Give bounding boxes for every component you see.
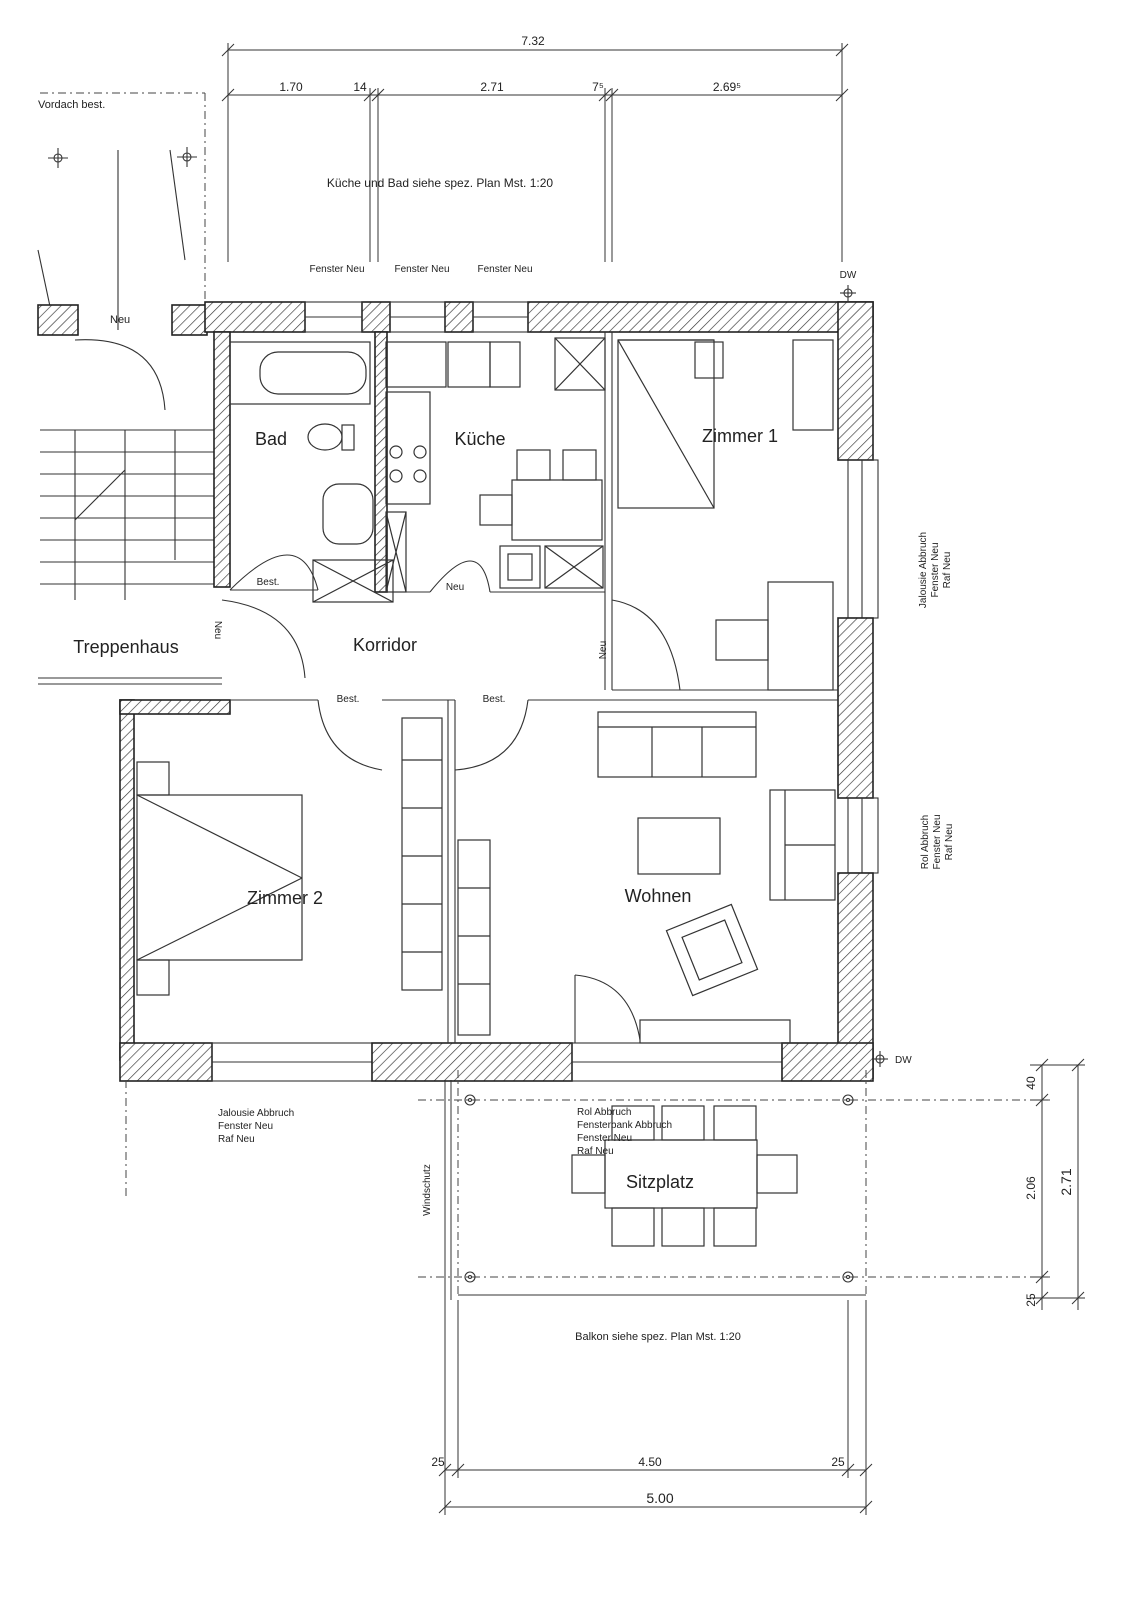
note-fenster-neu-1: Fenster Neu — [309, 264, 364, 275]
dim-right-271: 2.71 — [1058, 1168, 1074, 1195]
note-neu-korridor-left: Neu — [212, 621, 223, 639]
dim-right-25: 25 — [1024, 1293, 1038, 1307]
note-right-mid: Rol Abbruch Fenster Neu Raf Neu — [920, 814, 955, 869]
svg-text:Raf Neu: Raf Neu — [218, 1134, 255, 1145]
note-fenster-neu-2: Fenster Neu — [394, 264, 449, 275]
svg-text:Fenster Neu: Fenster Neu — [930, 542, 941, 597]
note-vordach: Vordach best. — [38, 99, 105, 111]
dim-seg-2: 14 — [353, 80, 367, 94]
note-neu-stair: Neu — [110, 314, 130, 326]
note-neu-kueche: Neu — [446, 582, 464, 593]
note-fenster-neu-3: Fenster Neu — [477, 264, 532, 275]
note-best-bad: Best. — [257, 577, 280, 588]
label-treppenhaus: Treppenhaus — [73, 637, 178, 657]
svg-text:Raf Neu: Raf Neu — [944, 824, 955, 861]
note-dw-bottom: DW — [895, 1055, 912, 1066]
note-right-top: Jalousie Abbruch Fenster Neu Raf Neu — [918, 532, 953, 608]
svg-text:Fensterbank Abbruch: Fensterbank Abbruch — [577, 1120, 672, 1131]
dim-right-206: 2.06 — [1024, 1176, 1038, 1200]
note-best-wohnen: Best. — [483, 694, 506, 705]
svg-text:Fenster Neu: Fenster Neu — [932, 814, 943, 869]
svg-text:Jalousie Abbruch: Jalousie Abbruch — [218, 1108, 294, 1119]
note-balcony-door: Rol Abbruch Fensterbank Abbruch Fenster … — [577, 1107, 672, 1157]
dim-bottom-500: 5.00 — [646, 1490, 673, 1506]
dim-seg-4: 7⁵ — [592, 80, 604, 94]
right-dimensions — [1030, 1058, 1085, 1310]
label-kueche: Küche — [454, 429, 505, 449]
top-dimensions: 7.32 1.70 14 2.71 7⁵ 2.69⁵ — [221, 34, 849, 262]
note-dw-top: DW — [840, 270, 857, 281]
dim-seg-1: 1.70 — [279, 80, 303, 94]
balcony — [418, 1070, 1050, 1300]
doors — [221, 554, 681, 1043]
note-best-z2: Best. — [337, 694, 360, 705]
svg-text:Raf Neu: Raf Neu — [942, 552, 953, 589]
bottom-dimensions — [438, 1300, 873, 1515]
svg-text:Fenster Neu: Fenster Neu — [577, 1133, 632, 1144]
label-sitzplatz: Sitzplatz — [626, 1172, 694, 1192]
note-windschutz: Windschutz — [422, 1164, 433, 1216]
label-wohnen: Wohnen — [625, 886, 692, 906]
label-bad: Bad — [255, 429, 287, 449]
note-balkon-plan: Balkon siehe spez. Plan Mst. 1:20 — [575, 1331, 741, 1343]
dim-right-40: 40 — [1024, 1076, 1038, 1090]
dim-seg-5: 2.69⁵ — [713, 80, 741, 94]
svg-text:Rol Abbruch: Rol Abbruch — [920, 815, 931, 869]
dim-bottom-450: 4.50 — [638, 1455, 662, 1469]
svg-text:Raf Neu: Raf Neu — [577, 1146, 614, 1157]
note-bottom-left: Jalousie Abbruch Fenster Neu Raf Neu — [218, 1108, 294, 1145]
dim-seg-3: 2.71 — [480, 80, 504, 94]
note-neu-zimmer1: Neu — [598, 641, 609, 659]
label-zimmer1: Zimmer 1 — [702, 426, 778, 446]
dim-total-top: 7.32 — [521, 34, 545, 48]
staircase-area: Vordach best. Neu — [37, 92, 222, 685]
dim-bottom-25-left: 25 — [431, 1455, 445, 1469]
svg-text:Rol Abbruch: Rol Abbruch — [577, 1107, 631, 1118]
label-korridor: Korridor — [353, 635, 417, 655]
note-kueche-bad-plan: Küche und Bad siehe spez. Plan Mst. 1:20 — [327, 176, 553, 190]
label-zimmer2: Zimmer 2 — [247, 888, 323, 908]
svg-text:Fenster Neu: Fenster Neu — [218, 1121, 273, 1132]
svg-text:Jalousie Abbruch: Jalousie Abbruch — [918, 532, 929, 608]
dim-bottom-25-right: 25 — [831, 1455, 845, 1469]
furniture — [136, 337, 836, 1044]
walls — [119, 301, 879, 1082]
